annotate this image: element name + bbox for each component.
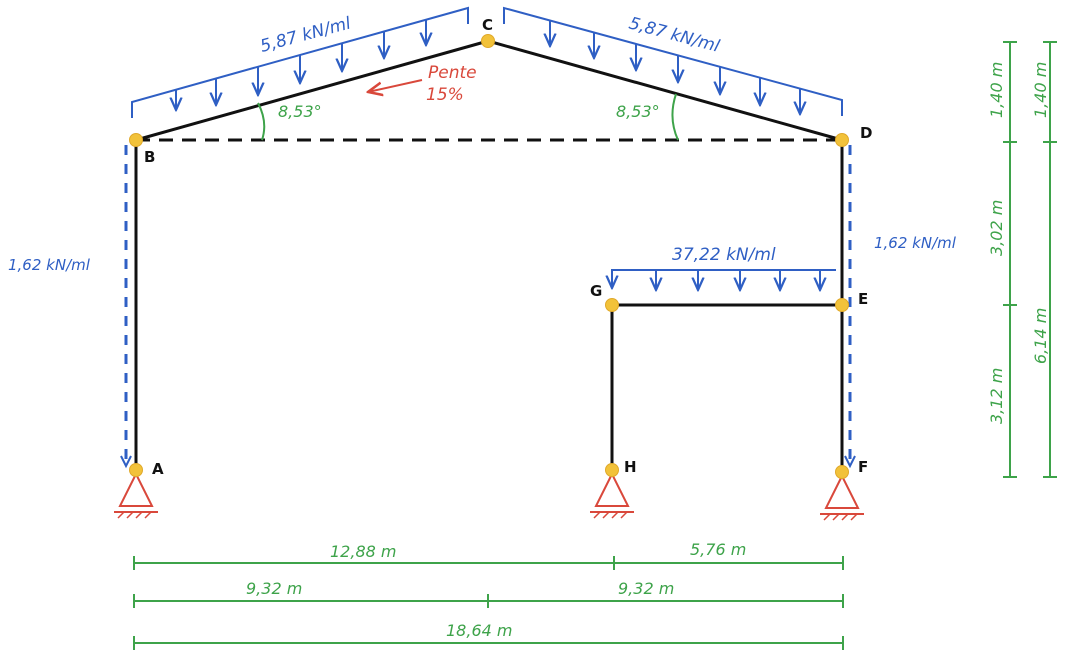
node-label-g: G: [590, 282, 602, 300]
roof-left-load-label: 5,87 kN/ml: [258, 13, 353, 56]
node-label-a: A: [152, 460, 164, 478]
node-label-f: F: [858, 458, 868, 476]
dim-row2-right-label: 9,32 m: [618, 579, 674, 598]
right-column-load-label: 1,62 kN/ml: [874, 234, 957, 252]
node-e: [835, 298, 849, 312]
node-label-d: D: [860, 124, 872, 142]
node-c: [481, 34, 495, 48]
dim-outer-top-label: 1,40 m: [1031, 62, 1050, 118]
angle-arc-left: [257, 102, 266, 141]
rafter-cd: [486, 39, 844, 142]
node-b: [129, 133, 143, 147]
node-h: [605, 463, 619, 477]
node-a: [129, 463, 143, 477]
roof-left-load: [131, 6, 469, 118]
slope-arrow: [368, 79, 423, 92]
dim-inner-top-label: 1,40 m: [987, 62, 1006, 118]
dim-row3: [133, 636, 844, 650]
dim-row3-total-label: 18,64 m: [446, 621, 512, 640]
node-f: [835, 465, 849, 479]
slope-label-line1: Pente: [428, 63, 477, 83]
angle-arc-right: [671, 93, 679, 141]
dim-vertical-inner: [1003, 41, 1017, 478]
node-label-c: C: [482, 16, 493, 34]
slope-label-line2: 15%: [426, 85, 464, 105]
node-label-e: E: [858, 290, 868, 308]
angle-right-label: 8,53°: [616, 102, 660, 121]
node-d: [835, 133, 849, 147]
support-f: [820, 473, 864, 521]
rafter-bc: [134, 39, 490, 142]
node-label-b: B: [144, 148, 155, 166]
roof-right-load-label: 5,87 kN/ml: [627, 14, 722, 57]
left-column-load-arrow: [120, 455, 132, 469]
angle-left-label: 8,53°: [278, 102, 322, 121]
node-g: [605, 298, 619, 312]
right-column-load-arrow: [844, 455, 856, 469]
mezzanine-load: [612, 269, 836, 290]
dim-row2-left-label: 9,32 m: [246, 579, 302, 598]
left-column-load-label: 1,62 kN/ml: [8, 256, 91, 274]
dim-row1-left-label: 12,88 m: [330, 542, 396, 561]
mezzanine-load-label: 37,22 kN/ml: [672, 245, 776, 265]
support-h: [590, 471, 634, 519]
dim-inner-mid-label: 3,02 m: [987, 200, 1006, 256]
roof-right-load: [503, 6, 843, 116]
dim-outer-bottom-label: 6,14 m: [1031, 308, 1050, 364]
node-label-h: H: [624, 458, 637, 476]
support-a: [114, 471, 158, 519]
dim-vertical-outer: [1043, 41, 1057, 478]
dim-row2: [133, 594, 844, 608]
dim-row1: [133, 556, 844, 570]
dim-row1-right-label: 5,76 m: [690, 540, 746, 559]
dim-inner-bottom-label: 3,12 m: [987, 368, 1006, 424]
